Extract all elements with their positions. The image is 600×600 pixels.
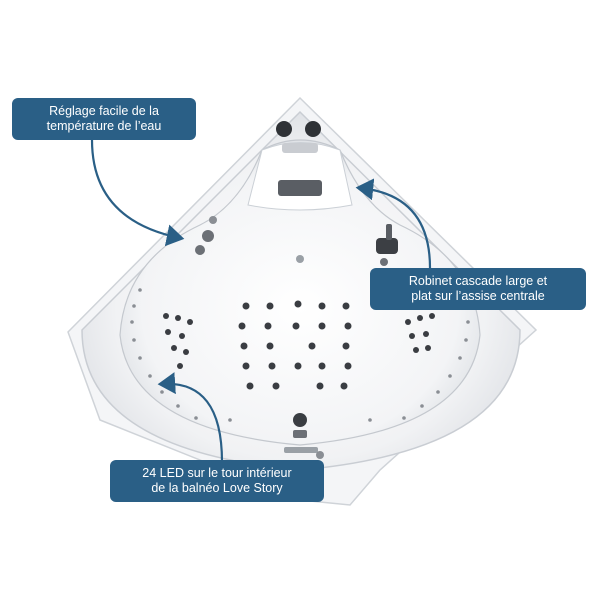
- callout-faucet-line2: plat sur l’assise centrale: [411, 289, 545, 303]
- callout-faucet-line1: Robinet cascade large et: [408, 274, 548, 288]
- temperature-control: [195, 216, 217, 255]
- callout-faucet: Robinet cascade large et plat sur l’assi…: [370, 268, 586, 310]
- floor-jets: [238, 300, 352, 390]
- callout-led-line2: de la balnéo Love Story: [151, 481, 283, 495]
- arrow-icon: [355, 178, 432, 269]
- cascade-faucet: [278, 180, 322, 196]
- callout-temperature: Réglage facile de la température de l’ea…: [12, 98, 196, 140]
- callout-temperature-line2: température de l’eau: [46, 119, 162, 133]
- control-panel: [284, 447, 318, 453]
- right-seat-jets: [405, 313, 435, 353]
- led-ring: [130, 288, 470, 422]
- left-seat-jets: [163, 313, 193, 369]
- arrow-icon: [157, 372, 224, 463]
- tub-shell: [67, 96, 538, 506]
- callout-led-line1: 24 LED sur le tour intérieur: [142, 466, 292, 480]
- faucet-fixture: [376, 224, 398, 266]
- callout-temperature-line1: Réglage facile de la: [49, 104, 159, 118]
- speaker-left: [276, 121, 292, 137]
- callout-led: 24 LED sur le tour intérieur de la balné…: [110, 460, 324, 502]
- speaker-right: [305, 121, 321, 137]
- arrow-icon: [90, 139, 185, 247]
- drain: [293, 413, 307, 427]
